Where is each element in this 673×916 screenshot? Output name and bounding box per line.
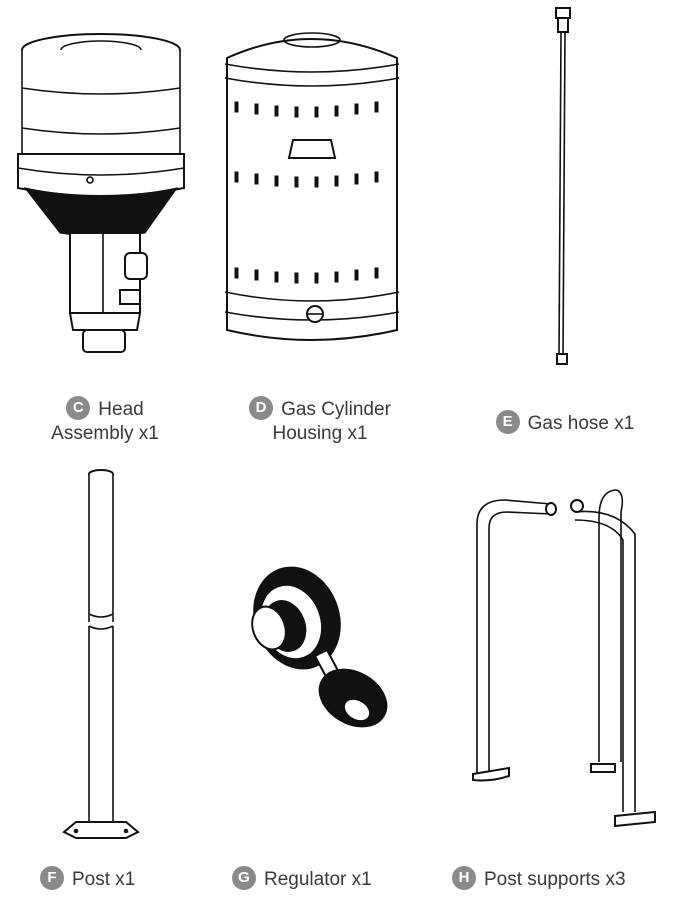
gas-cylinder-housing-drawing xyxy=(224,32,400,341)
caption-gas-hose: E Gas hose x1 xyxy=(470,410,660,436)
caption-head-assembly: C Head Assembly x1 xyxy=(20,396,190,446)
caption-post: F Post x1 xyxy=(40,866,170,892)
caption-line: Head xyxy=(98,399,144,421)
caption-post-supports: H Post supports x3 xyxy=(452,866,670,892)
post-supports-drawing xyxy=(472,489,656,828)
head-assembly-drawing xyxy=(17,33,185,353)
caption-gas-cylinder-housing: D Gas Cylinder Housing x1 xyxy=(230,396,410,446)
letter-badge-c: C xyxy=(66,396,91,420)
letter-badge-d: D xyxy=(249,396,274,420)
caption-line: Gas Cylinder xyxy=(281,399,391,421)
caption-regulator: G Regulator x1 xyxy=(232,866,412,892)
letter-badge-f: F xyxy=(40,866,64,890)
letter-badge-g: G xyxy=(232,866,256,890)
letter-badge-h: H xyxy=(452,866,476,890)
caption-line: Gas hose x1 xyxy=(527,413,635,435)
post-drawing xyxy=(62,469,140,839)
caption-line: Housing x1 xyxy=(272,423,368,445)
caption-line: Assembly x1 xyxy=(51,423,159,445)
gas-hose-drawing xyxy=(555,7,571,365)
caption-line: Regulator x1 xyxy=(264,869,372,891)
regulator-drawing xyxy=(251,566,388,728)
caption-line: Post supports x3 xyxy=(484,869,626,891)
caption-line: Post x1 xyxy=(72,869,136,891)
letter-badge-e: E xyxy=(495,410,520,434)
